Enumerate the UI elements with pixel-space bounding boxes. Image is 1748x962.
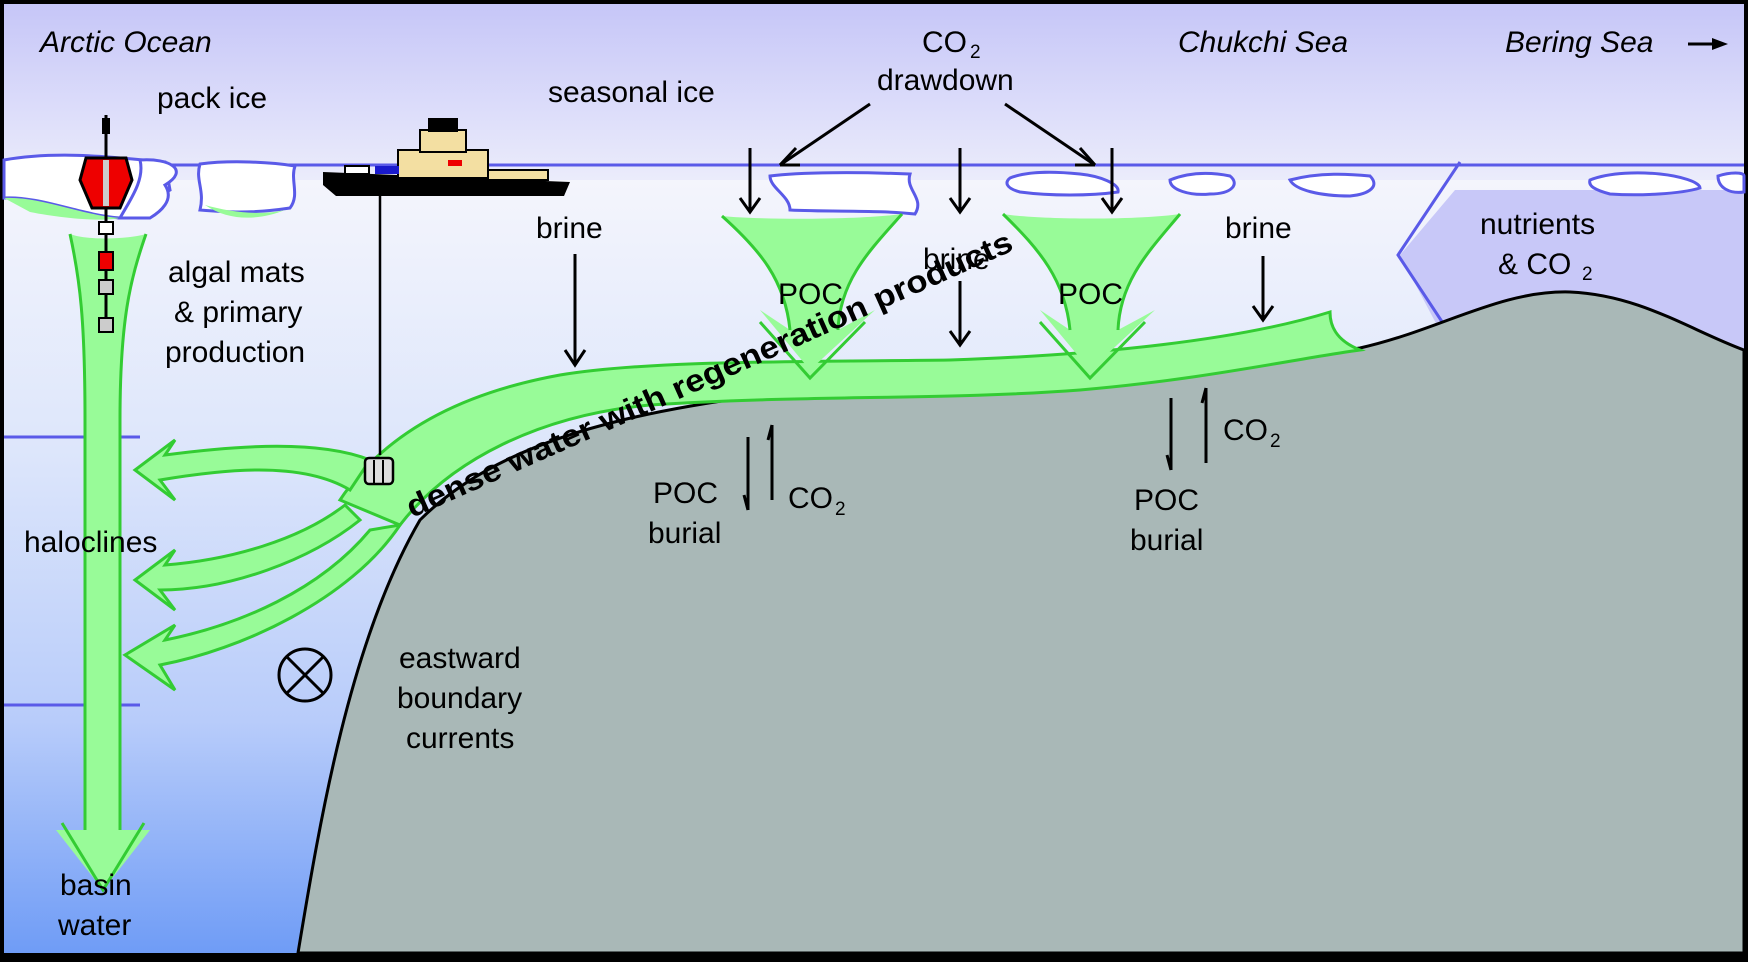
pacific-inflow-front [1396,161,1464,353]
label-basin-water-line1: basin [60,869,132,902]
label-burial-right-co2: CO [1223,414,1268,447]
label-algal-mats-line3: production [165,336,305,369]
basin-ventilation-flow [56,233,150,893]
label-co2-drawdown-word: drawdown [877,64,1014,97]
co2-drawdown-arrow-left [779,102,871,167]
poc-funnel-right [1001,212,1182,381]
label-brine-left: brine [536,212,603,245]
label-co2-drawdown-formula: CO [922,26,967,59]
co2-arrow-down-1 [738,148,762,215]
label-burial-right-co2-subscript: 2 [1270,431,1281,452]
co2-drawdown-arrow-right [1004,102,1096,167]
label-burial-left-co2: CO [788,482,833,515]
label-eastward-line3: currents [406,722,514,755]
brine-arrow-left [563,254,587,368]
label-eastward-line2: boundary [397,682,522,715]
flux-arrows [563,102,1275,511]
brine-arrow-right [1251,256,1275,323]
sky-background [4,4,1744,184]
label-algal-mats-line1: algal mats [168,256,305,289]
label-nutrients-line1: nutrients [1480,208,1595,241]
label-burial-left-co2-subscript: 2 [835,499,846,520]
label-poc-left: POC [778,278,843,311]
label-haloclines: haloclines [24,526,157,559]
dense-water-flow [122,309,1366,692]
label-eastward-line1: eastward [399,642,521,675]
arrow-right-icon [1688,38,1728,50]
poc-burial-arrow-right [1165,398,1173,471]
co2-release-arrow-left [766,424,774,500]
co2-arrow-down-2 [948,148,972,215]
label-burial-left-word: burial [648,517,721,550]
mooring-buoy-icon [78,115,134,333]
pack-ice [2,153,298,220]
poc-burial-arrow-left [742,437,750,511]
poc-funnel-left [720,213,904,381]
label-basin-water-line2: water [57,909,131,942]
sediment-trap-icon [363,456,395,486]
label-burial-right-poc: POC [1134,484,1199,517]
label-co2-drawdown-subscript: 2 [970,42,981,63]
co2-release-arrow-right [1200,387,1208,463]
label-burial-right-word: burial [1130,524,1203,557]
region-label-bering-sea: Bering Sea [1505,26,1653,59]
label-nutrients-line2: & CO [1498,248,1571,281]
brine-arrow-middle [948,281,972,348]
label-co2-drawdown: CO 2 drawdown [877,26,1014,97]
label-poc-right: POC [1058,278,1123,311]
region-label-arctic-ocean: Arctic Ocean [38,26,212,59]
into-page-current-icon [277,647,333,703]
region-label-chukchi-sea: Chukchi Sea [1178,26,1348,59]
label-seasonal-ice: seasonal ice [548,76,715,109]
label-burial-left-poc: POC [653,477,718,510]
seasonal-ice [768,170,1746,216]
label-brine-middle: brine [923,243,990,276]
co2-arrow-down-3 [1100,148,1124,215]
label-nutrients-subscript: 2 [1582,264,1593,285]
label-algal-mats-line2: & primary [174,296,302,329]
icebreaker-ship-icon [323,118,570,196]
label-brine-right: brine [1225,212,1292,245]
label-pack-ice: pack ice [157,82,267,115]
